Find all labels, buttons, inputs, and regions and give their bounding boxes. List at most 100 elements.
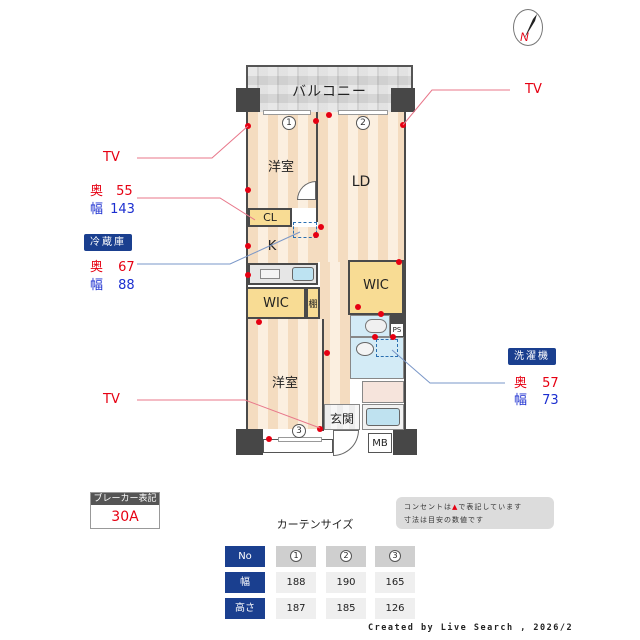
- fridge-space: [293, 222, 317, 238]
- western-room-2-label: 洋室: [271, 376, 298, 391]
- width-value: 143: [110, 202, 135, 217]
- depth-label: 奥: [514, 376, 528, 391]
- wic-2-label: WIC: [363, 278, 389, 293]
- window-number-2: 2: [356, 116, 370, 130]
- ps-label: PS: [391, 324, 403, 336]
- tv-label-left-top: TV: [103, 150, 120, 165]
- depth-label: 奥: [90, 184, 104, 199]
- header-height: 高さ: [225, 598, 265, 619]
- tv-label-left-bottom: TV: [103, 392, 120, 407]
- entrance-label: 玄関: [329, 412, 354, 426]
- living-dining-room: LD: [318, 112, 404, 262]
- credit-text: Created by Live Search , 2026/2: [368, 623, 574, 633]
- outlet-icon: [245, 187, 251, 193]
- outlet-icon: [326, 112, 332, 118]
- outlet-icon: [266, 436, 272, 442]
- shelf-label: 棚: [308, 300, 318, 310]
- washer-dimensions: 奥 57 幅 73: [514, 372, 574, 408]
- meter-box: MB: [368, 433, 392, 453]
- closet-dimensions: 奥 55 幅 143: [90, 180, 150, 217]
- shelf: 棚: [306, 287, 320, 319]
- toilet: [350, 315, 390, 337]
- header-no: No: [225, 546, 265, 567]
- width-label: 幅: [514, 393, 528, 408]
- sink-icon: [292, 267, 314, 281]
- header-width: 幅: [225, 572, 265, 593]
- depth-value: 57: [542, 376, 559, 391]
- stove-icon: [260, 269, 280, 279]
- room-2-wall: [322, 319, 324, 431]
- closet: CL: [248, 208, 292, 227]
- outlet-icon: [313, 118, 319, 124]
- outlet-icon: [378, 311, 384, 317]
- outlet-icon: [318, 224, 324, 230]
- ld-label: LD: [351, 174, 371, 190]
- breaker-box: ブレーカー表記 30A: [90, 492, 160, 529]
- outlet-icon: [245, 243, 251, 249]
- depth-label: 奥: [90, 260, 104, 275]
- outlet-icon: [396, 259, 402, 265]
- pillar-bottom-right: [393, 429, 417, 455]
- outlet-icon: [313, 232, 319, 238]
- depth-value: 55: [116, 184, 133, 199]
- width-label: 幅: [90, 278, 104, 293]
- width-1: 188: [276, 572, 316, 593]
- balcony: バルコニー: [246, 65, 413, 112]
- outlet-icon: [372, 334, 378, 340]
- kitchen-label: K: [267, 239, 277, 254]
- note-line2: 寸法は目安の数値です: [404, 516, 484, 524]
- hallway: [320, 262, 350, 404]
- width-value: 73: [542, 393, 559, 408]
- height-2: 185: [326, 598, 366, 619]
- closet-label: CL: [263, 211, 277, 224]
- washer-tag: 洗濯機: [508, 348, 556, 365]
- western-room-2: 洋室: [248, 319, 322, 429]
- pillar-top-right: [391, 88, 415, 112]
- washer-space: [376, 339, 398, 357]
- column-2: 2: [326, 546, 366, 567]
- outlet-icon: [390, 334, 396, 340]
- fridge-tag: 冷蔵庫: [84, 234, 132, 251]
- north-compass-icon: N: [513, 9, 543, 46]
- bathroom: [362, 404, 404, 430]
- width-value: 88: [118, 278, 135, 293]
- depth-value: 67: [118, 260, 135, 275]
- window-number-1: 1: [282, 116, 296, 130]
- height-3: 126: [375, 598, 415, 619]
- outlet-marker-icon: ▲: [452, 503, 459, 511]
- outlet-icon: [245, 272, 251, 278]
- width-3: 165: [375, 572, 415, 593]
- entrance: 玄関: [324, 404, 360, 430]
- floor-plan: バルコニー 洋室 LD CL K WIC 棚 WIC: [236, 65, 417, 456]
- svg-text:N: N: [520, 30, 529, 44]
- pipe-space: PS: [390, 315, 404, 337]
- tv-label-top-right: TV: [525, 82, 542, 97]
- column-3: 3: [375, 546, 415, 567]
- width-label: 幅: [90, 202, 104, 217]
- washbasin-icon: [356, 342, 374, 356]
- window-2: [338, 110, 388, 115]
- pillar-top-left: [236, 88, 260, 112]
- column-1: 1: [276, 546, 316, 567]
- wic-1-label: WIC: [263, 296, 289, 311]
- pillar-bottom-left: [236, 429, 263, 455]
- window-number-3: 3: [292, 424, 306, 438]
- bath-anteroom: [362, 381, 404, 403]
- note-line1-pre: コンセントは: [404, 503, 452, 511]
- kitchen: K: [248, 227, 318, 263]
- breaker-title: ブレーカー表記: [91, 493, 159, 505]
- mb-label: MB: [372, 438, 388, 449]
- balcony-label: バルコニー: [292, 84, 367, 100]
- outlet-icon: [256, 319, 262, 325]
- toilet-icon: [365, 319, 387, 333]
- leader-lines: [137, 89, 510, 429]
- outlet-icon: [324, 350, 330, 356]
- western-room-1-label: 洋室: [267, 160, 294, 175]
- breaker-value: 30A: [111, 509, 139, 525]
- outer-wall-left: [246, 112, 248, 430]
- note-line1-post: で表記しています: [458, 503, 523, 511]
- window-1: [263, 110, 311, 115]
- bathtub-icon: [366, 408, 400, 426]
- fridge-dimensions: 奥 67 幅 88: [90, 256, 150, 293]
- legend-note: コンセントは▲で表記しています 寸法は目安の数値です: [396, 497, 554, 529]
